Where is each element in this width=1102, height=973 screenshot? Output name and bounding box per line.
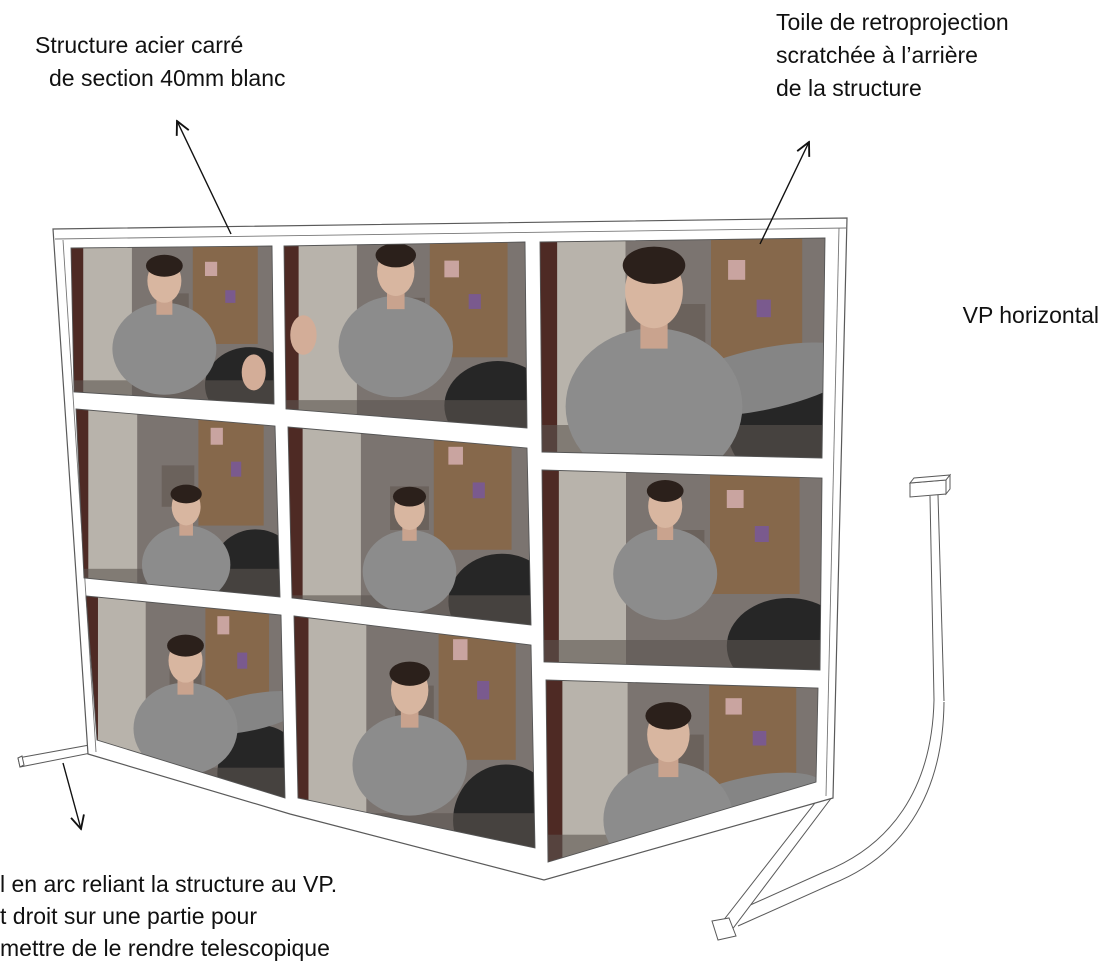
photo-panel [86,596,285,798]
structure-annotation: Structure acier carré de section 40mm bl… [35,29,286,95]
poster [756,299,771,318]
person-body [362,529,457,613]
jacket [540,238,558,458]
jacket [546,680,563,862]
toile-annotation-line-1: Toile de retroprojection [776,9,1009,35]
panel-edge [539,237,826,459]
photo-panel [76,409,280,597]
arc-rail [727,699,945,927]
person-body [565,328,743,458]
poster [444,260,459,278]
panel-edge [70,245,275,405]
poster [468,294,481,309]
panel-edge [541,469,823,671]
structure-arrow [177,121,232,235]
person-hair [170,484,202,504]
photo-panel [284,242,527,428]
person-hair [375,243,417,268]
photo-panel [542,470,822,670]
panel-edge [545,679,819,863]
person-hand [241,354,266,391]
left-foot-bar [17,743,97,768]
vp-annotation-line-1: VP horizontal [962,302,1099,328]
poster [217,616,230,635]
frame-right-post-edge [825,227,840,797]
person-hair [646,480,684,502]
left-foot-end-cap [17,755,25,768]
structure-annotation-line-1: Structure acier carré [35,32,244,58]
toile-annotation: Toile de retroprojection scratchée à l’a… [776,6,1009,105]
photo-panel [540,238,825,458]
rail-annotation-line-3: mettre de le rendre telescopique [0,935,330,961]
poster [754,526,769,542]
person-body [352,714,467,816]
poster [752,730,767,746]
person-body [141,525,231,597]
rail-annotation-line-1: l en arc reliant la structure au VP. [0,871,338,897]
person-body [112,302,217,395]
right-foot-end-block [711,917,737,941]
jacket [71,246,84,404]
poster [726,490,744,508]
poster [448,446,463,465]
toile-annotation-line-2: scratchée à l’arrière [776,42,978,68]
projector-pole-left [929,495,935,701]
panel-edge [75,408,281,598]
person-body [613,528,718,620]
poster [237,652,248,669]
rail-arrow [62,762,81,829]
door [302,427,361,625]
poster [204,261,218,277]
person-hair [392,486,427,507]
arc-rail-inner-edge [727,699,935,916]
poster [477,680,490,700]
poster [728,260,746,280]
panel-edge [287,426,532,626]
poster [225,290,236,303]
toile-annotation-line-3: de la structure [776,75,922,101]
person-hair [622,246,686,284]
frame-top-bar-edge [54,227,847,240]
photo-panel [288,427,531,625]
jacket [542,470,559,670]
poster [725,698,742,715]
person-body [338,295,453,398]
rail-annotation-line-2: t droit sur une partie pour [0,903,257,929]
panel-edge [283,241,528,429]
rail-annotation: l en arc reliant la structure au VP. t d… [0,868,337,964]
poster [210,427,223,445]
projection-panels [70,237,826,863]
panel-edge [85,595,286,799]
poster [453,639,468,661]
person-hand [290,315,317,355]
poster [231,461,242,477]
person-hair [145,254,183,277]
structure-annotation-line-2: de section 40mm blanc [49,65,286,91]
panel-edge [293,615,536,849]
projector [908,473,952,702]
door [88,409,138,597]
projector-box-side [945,473,951,496]
frame-left-post-edge [62,239,97,753]
person-hair [167,634,204,657]
annotation-arrows [62,121,809,829]
person-hair [645,702,692,730]
arc-rail-outer-edge [737,701,945,927]
toile-arrow [759,142,809,245]
vp-annotation: VP horizontal [963,299,1099,332]
person-body [133,682,238,775]
projector-pole-right [937,494,945,702]
person-hair [389,661,430,686]
poster [472,482,485,499]
